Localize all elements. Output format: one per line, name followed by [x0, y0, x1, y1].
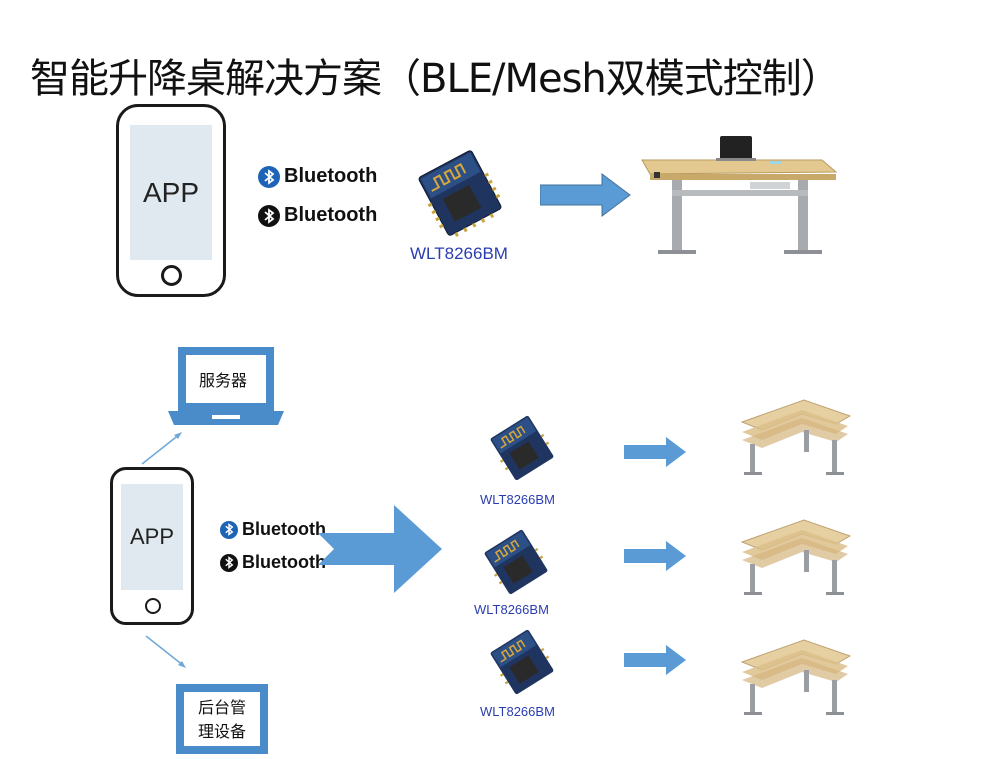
module-label-3: WLT8266BM: [480, 704, 555, 719]
module-label-1: WLT8266BM: [480, 492, 555, 507]
phone-screen: APP: [130, 125, 212, 260]
arrow-icon: [624, 437, 686, 467]
app-phone-top[interactable]: APP: [116, 104, 226, 297]
laptop-icon: [168, 347, 284, 425]
l-desk-icon: [740, 519, 852, 595]
bluetooth-text: Bluetooth: [242, 519, 326, 539]
home-button: [145, 598, 161, 614]
desk-icon: [641, 136, 838, 254]
arrow-icon: [318, 505, 442, 593]
phone-screen: APP: [121, 484, 183, 590]
l-desk-icon: [740, 399, 852, 475]
bluetooth-icon: [220, 520, 238, 539]
bluetooth-icon: [220, 553, 238, 572]
arrow-icon: [145, 635, 186, 668]
laptop-icon: [176, 684, 268, 754]
page-title: 智能升降桌解决方案（BLE/Mesh双模式控制）: [30, 56, 841, 102]
server-label: 服务器: [199, 371, 248, 390]
bluetooth-logo-2: Bluetooth: [258, 204, 377, 227]
chip-module-icon: [490, 415, 554, 481]
home-button: [161, 265, 182, 286]
bluetooth-icon: [258, 165, 280, 188]
module-label-2: WLT8266BM: [474, 602, 549, 617]
bluetooth-logo-2: Bluetooth: [220, 552, 326, 573]
arrow-icon: [624, 645, 686, 675]
backend-label-line2: 理设备: [198, 722, 247, 741]
arrow-icon: [141, 432, 182, 465]
app-label: APP: [129, 524, 175, 549]
bluetooth-logo-1: Bluetooth: [220, 519, 326, 540]
module-label-top: WLT8266BM: [410, 244, 508, 263]
bluetooth-text: Bluetooth: [284, 165, 378, 187]
app-phone-bottom[interactable]: APP: [110, 467, 194, 625]
arrow-icon: [624, 541, 686, 571]
backend-label-line1: 后台管: [198, 698, 247, 717]
bluetooth-icon: [258, 204, 280, 227]
app-label: APP: [142, 176, 200, 208]
bluetooth-logo-1: Bluetooth: [258, 165, 377, 188]
bluetooth-text: Bluetooth: [242, 552, 326, 572]
arrow-icon: [540, 173, 631, 217]
l-desk-icon: [740, 639, 852, 715]
chip-module-icon: [490, 629, 554, 695]
bluetooth-text: Bluetooth: [284, 204, 378, 226]
chip-module-icon: [418, 150, 502, 237]
chip-module-icon: [484, 529, 548, 595]
